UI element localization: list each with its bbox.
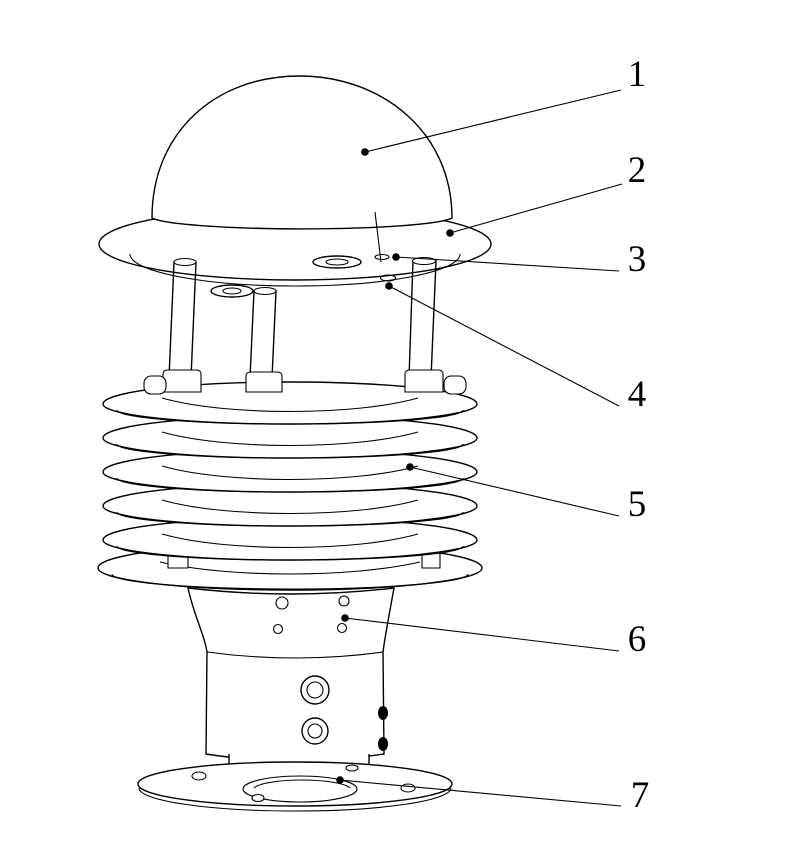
- louver-stack: [97, 381, 483, 591]
- body-waist-seam: [206, 651, 384, 659]
- dome: [151, 75, 453, 263]
- base-disc-skirt-line: [111, 573, 469, 590]
- leader-dot-3: [392, 253, 400, 261]
- base-disc-wave: [159, 561, 421, 575]
- plate-skirt-line: [116, 511, 464, 527]
- screw: [336, 622, 348, 634]
- leader-line-3: [392, 253, 620, 272]
- callout-2: 2: [628, 150, 647, 191]
- flange-bolt-hole: [400, 783, 416, 793]
- screw: [275, 596, 289, 610]
- plate-wave: [161, 397, 419, 413]
- side-socket: [378, 737, 388, 751]
- post-foot: [162, 369, 202, 393]
- leader-dot-2: [446, 229, 454, 237]
- post-middle-top: [253, 286, 277, 296]
- leader-dot-7: [336, 776, 344, 784]
- shield-ear: [143, 375, 167, 395]
- cap-bottom-arc: [98, 243, 492, 281]
- leader-lines: [336, 89, 623, 807]
- small-sensor-part-3: [374, 253, 390, 261]
- sensor-body: [187, 570, 395, 782]
- leader-line-6: [341, 614, 620, 652]
- flange-bolt-hole: [345, 764, 359, 772]
- post-foot: [404, 369, 444, 393]
- flange-bolt-hole: [191, 771, 207, 781]
- ultrasonic-transducer-inner: [325, 258, 349, 266]
- plate-wave: [161, 465, 419, 481]
- callout-5: 5: [628, 484, 647, 525]
- screw: [272, 623, 284, 635]
- leader-line-7: [336, 776, 622, 807]
- leader-dot-1: [361, 148, 369, 156]
- plate-wave: [161, 533, 419, 549]
- louver-plate: [102, 449, 478, 493]
- leader-dot-6: [341, 614, 349, 622]
- body-connectors: [300, 675, 388, 751]
- plate-wave: [161, 499, 419, 515]
- leader-line-5: [406, 463, 620, 517]
- plate-skirt-line: [116, 477, 464, 493]
- louver-plate: [102, 415, 478, 459]
- post-left-top: [173, 257, 197, 267]
- callout-4: 4: [628, 374, 647, 415]
- plate-skirt-line: [116, 409, 464, 425]
- post-middle: [249, 290, 277, 379]
- cap-inner-recess-arc: [129, 253, 461, 287]
- flange-rim-thickness: [138, 787, 452, 812]
- undercap-sensors: [210, 253, 397, 298]
- callout-labels: 1 2 3 4 5 6 7: [628, 54, 650, 816]
- base-flange: [137, 761, 453, 812]
- support-posts: [143, 256, 467, 395]
- leader-dot-4: [385, 282, 393, 290]
- leader-line-4: [385, 282, 620, 407]
- post-right: [408, 260, 437, 379]
- leader-dot-5: [406, 463, 414, 471]
- callout-3: 3: [628, 239, 647, 280]
- callout-1: 1: [628, 54, 647, 95]
- cap-seam-line: [374, 211, 382, 263]
- flange-bolt-hole: [251, 793, 265, 803]
- leader-line-2: [446, 183, 623, 237]
- plate-skirt-line: [116, 545, 464, 561]
- ultrasonic-transducer-inner: [222, 287, 242, 295]
- callout-6: 6: [628, 619, 647, 660]
- dome-silhouette: [151, 75, 453, 230]
- screw: [338, 595, 350, 607]
- leader-line-1: [361, 89, 622, 156]
- flange-opening-inner-arc: [253, 779, 351, 789]
- plate-skirt-line: [116, 443, 464, 459]
- connector-inner: [306, 681, 324, 699]
- plate-wave: [161, 431, 419, 447]
- post-foot: [245, 371, 283, 393]
- callout-7: 7: [631, 775, 650, 816]
- side-socket: [378, 706, 388, 720]
- connector-inner: [307, 723, 323, 739]
- body-silhouette: [187, 587, 395, 762]
- shield-ear: [443, 375, 467, 395]
